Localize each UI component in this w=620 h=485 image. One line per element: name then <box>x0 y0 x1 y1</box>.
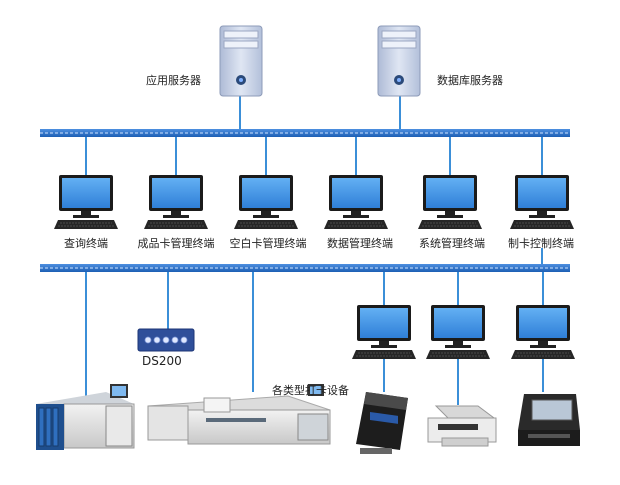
data-management-terminal-monitor-icon <box>323 174 389 230</box>
network-links <box>85 95 544 405</box>
database-server-label: 数据库服务器 <box>437 74 503 87</box>
finished-card-terminal-monitor-icon <box>143 174 209 230</box>
server-network-bus <box>40 129 570 137</box>
printer-host-monitor-icon <box>510 304 576 360</box>
terminal-network-bus <box>40 264 570 272</box>
card-reader-kiosk-icon <box>518 394 580 446</box>
blank-card-terminal-monitor-icon <box>233 174 299 230</box>
card-control-terminal-monitor-icon <box>509 174 575 230</box>
printer-host-monitor-icon <box>351 304 417 360</box>
card-production-machine-icon <box>36 384 135 450</box>
terminal-label-data-management: 数据管理终端 <box>327 237 393 250</box>
query-terminal-monitor-icon <box>53 174 119 230</box>
ds200-device-icon <box>137 328 195 352</box>
printer-host-monitor-icon <box>425 304 491 360</box>
ds200-label: DS200 <box>142 354 182 368</box>
terminal-label-blank-card: 空白卡管理终端 <box>229 237 307 250</box>
card-embossing-machine-icon <box>147 384 331 445</box>
card-printers-label: 各类型打卡设备 <box>272 384 349 397</box>
database-server-icon <box>377 25 421 97</box>
terminal-label-system-management: 系统管理终端 <box>419 237 485 250</box>
terminal-label-query: 查询终端 <box>64 237 108 250</box>
desktop-printer-icon <box>427 405 497 447</box>
application-server-icon <box>219 25 263 97</box>
application-server-label: 应用服务器 <box>146 74 201 87</box>
system-management-terminal-monitor-icon <box>417 174 483 230</box>
card-printer-icon <box>356 392 408 454</box>
terminal-label-finished-card: 成品卡管理终端 <box>137 237 215 250</box>
terminal-label-card-control: 制卡控制终端 <box>508 237 574 250</box>
